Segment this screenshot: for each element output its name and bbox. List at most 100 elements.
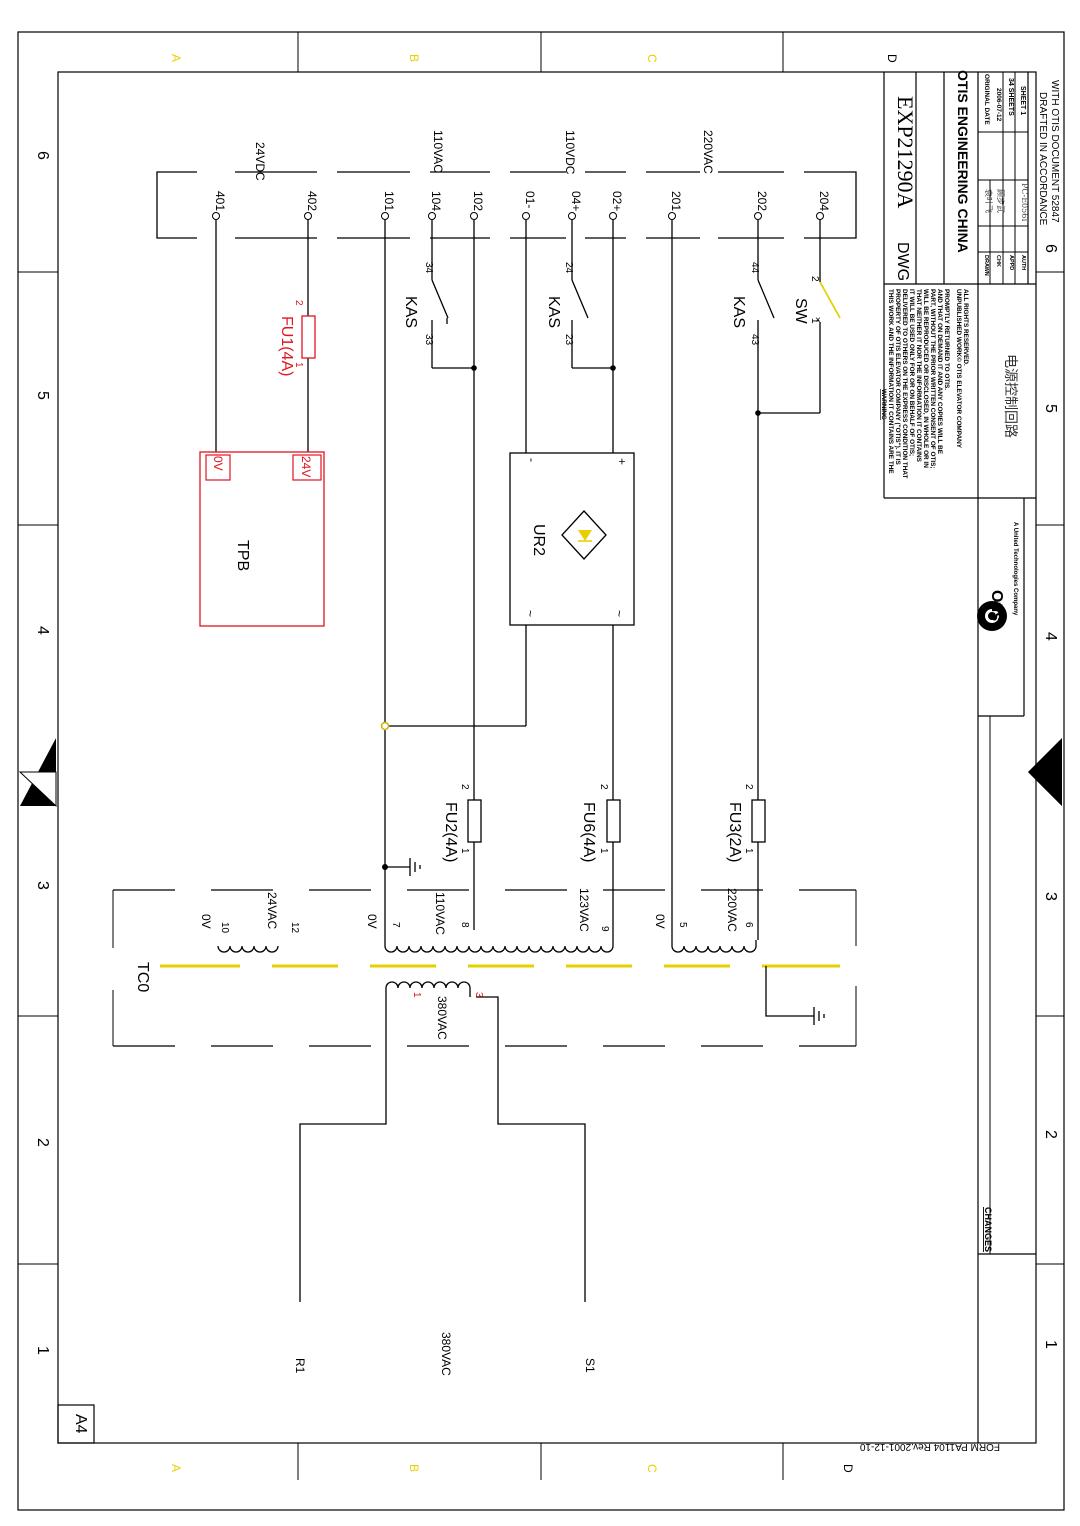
drafted-line-2: WITH OTIS DOCUMENT 52847: [1049, 80, 1060, 223]
kas3-pin-a: 43: [749, 334, 760, 346]
orig-date: 2006-07-12: [995, 88, 1002, 122]
fu2-pin2: 2: [459, 784, 470, 790]
chk-value: 顾步武: [996, 189, 1006, 213]
kas-contact-3: [757, 279, 775, 319]
zone-number-right-6: 6: [1042, 244, 1059, 253]
warning-title: WARNING: [880, 389, 887, 420]
zone-letter-bottom-d: D: [841, 1464, 855, 1473]
fu1-pin1: 1: [293, 362, 304, 368]
warning-line-2: PROPERTY OF OTIS ELEVATOR COMPANY ("OTIS…: [894, 289, 901, 466]
tc-110-volt: 110VAC: [433, 892, 447, 935]
zone-number-left-4: 4: [34, 626, 51, 635]
tpb-label: TPB: [234, 540, 251, 571]
supply-brackets: [156, 171, 857, 239]
copyright-line-2: ALL RIGHTS RESERVED.: [962, 289, 969, 366]
zone-letter-top-b: B: [407, 54, 421, 62]
fu3-pin2: 2: [743, 784, 754, 790]
terminal-202: 202: [755, 191, 769, 211]
tc-pri-pin-3: 3: [473, 992, 484, 998]
terminal-204: 204: [817, 191, 831, 211]
kas-label-1: KAS: [402, 296, 419, 328]
fu2-label: FU2(4A): [442, 802, 459, 862]
sw-pin-1: 1: [809, 318, 820, 324]
zone-number-right-5: 5: [1042, 404, 1059, 413]
warning-line-7: PART, WITHOUT THE PRIOR WRITTEN CONSENT …: [929, 289, 936, 469]
drafted-line-1: DRAFTED IN ACCORDANCE: [1037, 92, 1048, 226]
junction-yellow: [380, 721, 390, 731]
zone-letter-bottom-a: A: [169, 1464, 183, 1472]
tc-220-zero: 0V: [653, 914, 667, 929]
terminal-04plus: 04+: [569, 191, 583, 211]
copyright-line-1: UNPUBLISHED WORK© OTIS ELEVATOR COMPANY: [955, 289, 963, 449]
kas-label-2: KAS: [545, 296, 562, 328]
zone-letter-top-d: D: [885, 54, 899, 63]
chk-label: CHK: [995, 255, 1001, 267]
warning-line-3: DELIVERED TO OTHERS ON THE EXPRESS CONDI…: [901, 289, 908, 478]
zone-letter-bottom-c: C: [645, 1464, 659, 1473]
terminal-401: 401: [213, 191, 227, 211]
fuse-fu2: [467, 799, 482, 843]
changes-label: CHANGES: [983, 1207, 993, 1252]
appd-label: APPD: [1008, 255, 1014, 270]
kas-contact-1: [431, 279, 449, 324]
tpb-pin-0v: 0V: [211, 456, 225, 471]
tc-pri-volt: 380VAC: [435, 996, 449, 1040]
kas1-pin-b: 34: [423, 262, 434, 274]
zone-number-right-3: 3: [1042, 892, 1059, 901]
tc-24-volt: 24VAC: [265, 892, 279, 929]
otis-logo-sub: A United Technologies Company: [1012, 522, 1018, 616]
kas1-pin-a: 33: [423, 334, 434, 346]
form-note: FORM PA1104 Rev.2001-12-10: [859, 1441, 1000, 1452]
zone-number-right-2: 2: [1042, 1130, 1059, 1139]
zone-number-right-1: 1: [1042, 1340, 1059, 1349]
terminal-402: 402: [305, 191, 319, 211]
kas-label-3: KAS: [730, 296, 747, 328]
tc-24-pin-10: 10: [219, 922, 230, 934]
fu1-pin2: 2: [293, 300, 304, 306]
warning-line-1: THIS WORK AND THE INFORMATION IT CONTAIN…: [887, 289, 894, 474]
fu2-pin1: 1: [459, 848, 470, 854]
fuse-fu1: [301, 315, 316, 359]
input-volt: 380VAC: [439, 1332, 453, 1376]
title-block: [883, 71, 1036, 1443]
zone-number-left-5: 5: [34, 391, 51, 400]
tc0-label: TC0: [134, 962, 151, 992]
transformer-tc0: [112, 889, 857, 1047]
fu3-label: FU3(2A): [726, 802, 743, 862]
fuse-fu6: [606, 799, 621, 843]
drawing-frame: [17, 31, 1065, 1511]
zone-number-left-1: 1: [34, 1346, 51, 1355]
svg-text:×: ×: [815, 315, 821, 326]
tc-220-pin-5: 5: [677, 922, 688, 928]
tc-110-pin-7: 7: [390, 922, 401, 928]
tc-110-pin-8: 8: [459, 922, 470, 928]
label-110vdc: 110VDC: [563, 130, 577, 175]
drawn-label: DRAWN: [983, 255, 989, 276]
input-s1: S1: [583, 1358, 597, 1373]
tc-220-volt: 220VAC: [725, 888, 739, 932]
zone-number-left-6: 6: [34, 151, 51, 160]
wires: [215, 220, 821, 1302]
sw-pin-2: 2: [809, 276, 820, 282]
sheets-count: 34 SHEETS: [1007, 78, 1014, 116]
zone-number-left-3: 3: [34, 881, 51, 890]
terminal-201: 201: [669, 191, 683, 211]
tc-pri-pin-1: 1: [411, 992, 422, 998]
tc-123-volt: 123VAC: [577, 888, 591, 932]
fu3-pin1: 1: [743, 848, 754, 854]
zone-letter-top-a: A: [169, 54, 183, 62]
rectifier-ur2: [509, 452, 635, 626]
ur2-minus: -: [525, 458, 539, 462]
warning-text: WARNING THIS WORK AND THE INFORMATION IT…: [880, 289, 969, 478]
sheet-number: SHEET 1: [1019, 86, 1026, 115]
tc-110-zero: 0V: [365, 914, 379, 929]
tc-220-pin-6: 6: [743, 922, 754, 928]
warning-line-4: IT WILL BE USED ONLY FOR OR ON BEHALF OF…: [908, 289, 915, 456]
company-name: OTIS ENGINEERING CHINA: [955, 70, 971, 253]
drawn-value: 袁叶飞: [984, 189, 994, 213]
auth-label: AUTH: [1020, 255, 1026, 270]
label-220vac: 220VAC: [701, 130, 715, 174]
terminal-102: 102: [471, 191, 485, 211]
dwg-number: EXP21290A: [893, 96, 918, 209]
